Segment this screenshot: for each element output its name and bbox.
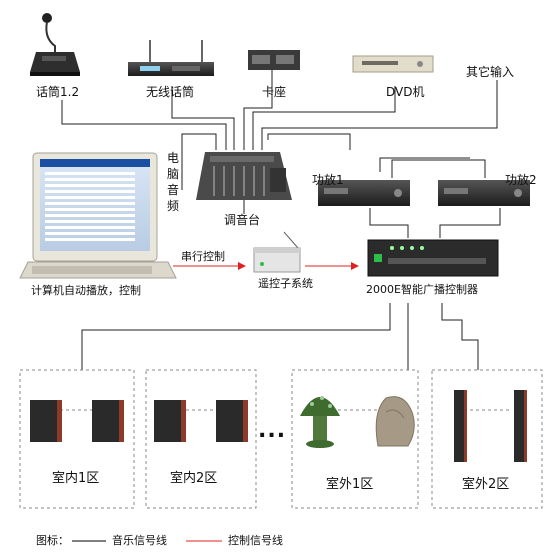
dvd-label: DVD机	[386, 85, 425, 99]
amp1-label: 功放1	[312, 173, 344, 187]
amp2-label: 功放2	[505, 173, 537, 187]
desk-microphone	[30, 13, 80, 76]
broadcast-controller	[367, 239, 499, 277]
zone-outdoor1-label: 室外1区	[326, 477, 374, 492]
computer-label: 计算机自动播放，控制	[31, 284, 141, 297]
wireless-mic-label: 无线话筒	[146, 85, 195, 99]
legend-title: 图标：	[36, 534, 69, 547]
other-input-label: 其它输入	[466, 65, 515, 79]
zone-indoor1-label: 室内1区	[52, 471, 100, 486]
cassette-deck	[248, 50, 300, 70]
zone-outdoor2-label: 室外2区	[462, 477, 510, 492]
computer-audio-label: 电脑音频	[166, 151, 179, 213]
wireless-receiver	[128, 40, 214, 76]
cassette-label: 卡座	[262, 85, 287, 99]
rock-speaker	[375, 396, 415, 447]
music-signal-lines	[61, 70, 501, 370]
legend-music-label: 音乐信号线	[112, 534, 167, 547]
mushroom-speaker	[300, 396, 340, 448]
more-zones-ellipsis: ...	[258, 418, 287, 443]
remote-subsystem-label: 遥控子系统	[258, 277, 313, 290]
zone-boxes	[19, 369, 543, 509]
mixer	[196, 152, 292, 200]
legend-control-label: 控制信号线	[228, 534, 283, 547]
computer	[19, 152, 177, 279]
amplifier-2	[438, 180, 530, 206]
serial-control-label: 串行控制	[181, 250, 225, 263]
indoor-speakers-zone2	[154, 400, 248, 442]
mixer-label: 调音台	[224, 213, 261, 227]
controller-label: 2000E智能广播控制器	[366, 283, 478, 296]
remote-subsystem	[253, 231, 301, 273]
column-speakers	[454, 390, 527, 462]
amplifier-1	[318, 180, 410, 206]
mic-label: 话筒1.2	[36, 85, 80, 99]
indoor-speakers-zone1	[30, 400, 124, 442]
zone-indoor2-label: 室内2区	[170, 471, 218, 486]
dvd-player	[352, 55, 434, 73]
